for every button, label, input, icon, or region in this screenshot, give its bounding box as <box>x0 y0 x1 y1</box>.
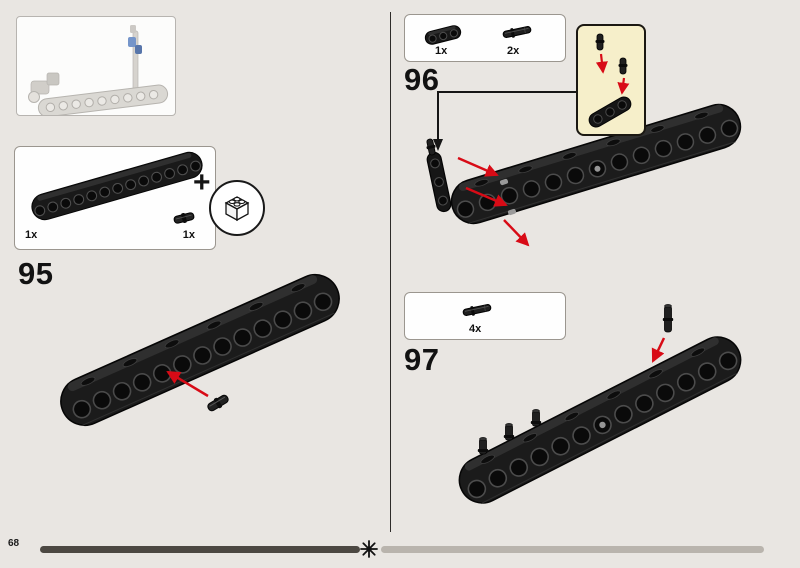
red-arrow <box>166 370 209 398</box>
step-96-parts-box: 1x 2x <box>404 14 566 62</box>
part-qty-label: 2x <box>507 45 520 57</box>
step-96-callout <box>576 24 646 136</box>
step-95-illustration <box>60 274 340 426</box>
brick-2x2-drawing <box>224 196 250 222</box>
progress-bar-done <box>40 546 360 553</box>
part-qty-label: 1x <box>25 229 38 241</box>
step-96-illustration <box>426 103 742 247</box>
red-arrow <box>595 53 608 74</box>
step-97-illustration <box>458 304 742 505</box>
gray-pin <box>28 91 40 103</box>
step-95-parts-box: 1x 1x <box>14 146 216 250</box>
previous-assembly-preview <box>16 16 176 116</box>
callout-connector-arrow <box>433 91 580 151</box>
red-arrow <box>651 337 666 363</box>
standing-pin <box>477 437 489 455</box>
part-pin-long-icon <box>462 304 492 316</box>
column-divider <box>390 12 391 532</box>
part-qty-label: 1x <box>435 45 448 57</box>
brick-2x2-icon <box>209 180 265 236</box>
callout-illustration <box>588 33 632 128</box>
standing-pin <box>530 409 542 427</box>
blue-connector <box>128 37 136 47</box>
blue-connector <box>135 45 142 54</box>
step-97-number: 97 <box>404 342 440 377</box>
plus-icon: + <box>193 166 211 199</box>
pin-black <box>207 394 229 412</box>
connector <box>130 25 136 33</box>
step-97-parts-box: 4x <box>404 292 566 340</box>
progress-bar-remaining <box>381 546 764 553</box>
pin-tip <box>507 208 517 216</box>
page-number: 68 <box>8 538 20 549</box>
gray-part <box>46 72 60 86</box>
technic-beam-13 <box>450 103 742 225</box>
previous-assembly-illustration <box>28 25 169 115</box>
step-95-number: 95 <box>18 256 54 291</box>
callout-pin <box>618 57 628 75</box>
callout-pin <box>595 33 605 51</box>
part-qty-label: 4x <box>469 323 482 335</box>
part-beam-3-icon <box>424 25 462 45</box>
callout-beam-3 <box>588 96 632 128</box>
gray-beam <box>37 84 169 115</box>
inserted-pin <box>426 138 436 156</box>
red-arrow <box>617 77 630 95</box>
red-arrow <box>503 219 530 247</box>
sun-icon <box>360 540 378 558</box>
part-pin-long-icon <box>502 26 532 38</box>
part-pin-icon <box>173 212 195 224</box>
technic-beam-13 <box>60 274 340 426</box>
red-arrow <box>465 186 508 207</box>
technic-beam-3 <box>426 151 452 213</box>
floating-pin <box>662 304 674 333</box>
standing-pin <box>503 423 515 441</box>
gray-part <box>30 80 50 95</box>
part-beam-13-icon <box>31 151 203 221</box>
red-arrow <box>457 156 499 177</box>
pin-tip <box>499 178 509 186</box>
technic-beam-13 <box>458 336 742 505</box>
part-qty-label: 1x <box>182 229 195 241</box>
step-96-number: 96 <box>404 62 440 97</box>
